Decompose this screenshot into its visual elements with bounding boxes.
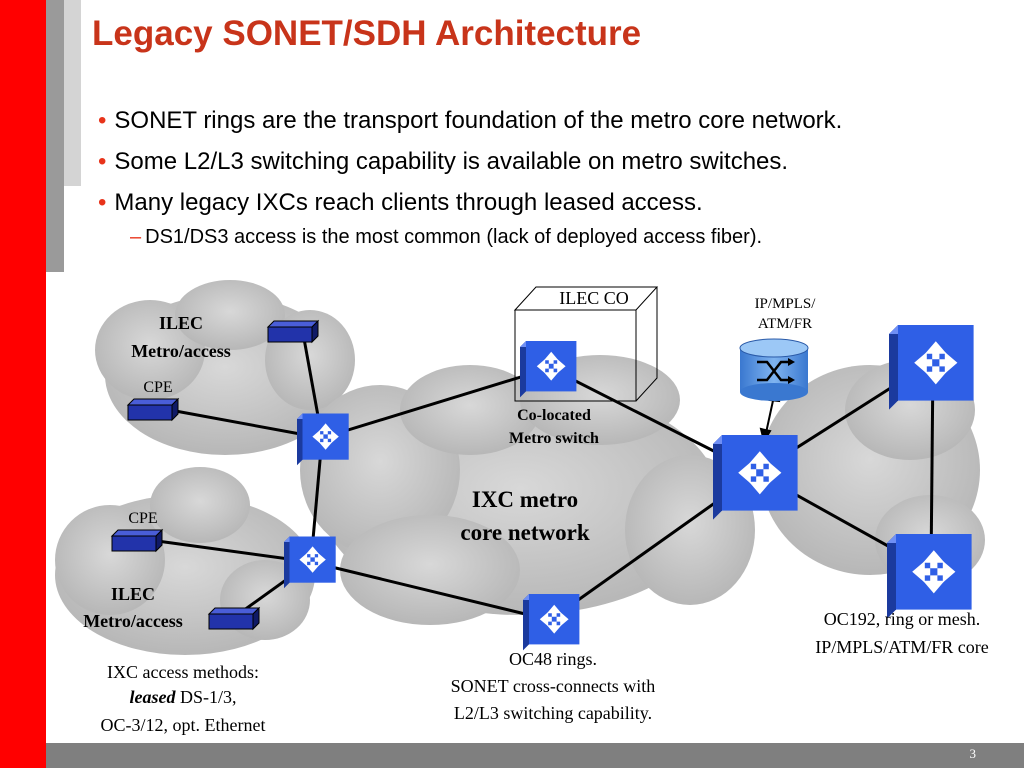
top-cpe-label: CPE <box>143 379 172 396</box>
top-ilec-label: Metro/access <box>131 341 231 361</box>
sub-bullet-text: DS1/DS3 access is the most common (lack … <box>145 226 763 248</box>
link <box>321 366 551 440</box>
page-number: 3 <box>969 746 977 761</box>
co-located-label: Metro switch <box>509 430 599 447</box>
co-located-label: Co-located <box>517 407 591 424</box>
access-methods-label: IXC access methods: <box>107 662 259 682</box>
metro-switch-icon <box>297 413 349 466</box>
bottom-ilec-label: ILEC <box>111 584 155 604</box>
leased-text: leased <box>130 687 177 707</box>
oc48-label: SONET cross-connects with <box>451 676 656 696</box>
ip-mpls-label: ATM/FR <box>758 316 812 332</box>
bullet-item: • SONET rings are the transport foundatio… <box>98 100 842 141</box>
sub-bullet: –DS1/DS3 access is the most common (lack… <box>130 226 762 249</box>
left-red-bar <box>0 0 46 768</box>
router-icon <box>739 338 809 401</box>
link <box>169 408 323 440</box>
access-methods-label: leased DS-1/3, <box>130 687 237 707</box>
core-switch-icon <box>713 435 798 520</box>
bullet-list: • SONET rings are the transport foundatio… <box>98 100 842 223</box>
link <box>310 560 551 622</box>
co-located-switch-icon <box>520 341 577 398</box>
cpe-device <box>110 528 164 553</box>
cpe-device <box>266 319 320 344</box>
bottom-bar <box>46 743 1024 768</box>
core-cloud <box>300 355 755 625</box>
slide-title: Legacy SONET/SDH Architecture <box>92 14 642 53</box>
ilec-co-box <box>513 286 659 402</box>
cpe-device <box>126 397 180 422</box>
bullet-dot: • <box>98 107 107 134</box>
metro-switch-icon <box>523 594 580 651</box>
metro-switch-icon <box>284 536 336 589</box>
oc48-label: L2/L3 switching capability. <box>454 703 652 723</box>
bullet-text: Some L2/L3 switching capability is avail… <box>114 148 789 175</box>
core-network-label: IXC metro <box>472 487 578 512</box>
access-methods-label: OC-3/12, opt. Ethernet <box>101 715 266 735</box>
oc192-label: IP/MPLS/ATM/FR core <box>815 637 989 657</box>
left-light-strip <box>64 0 81 186</box>
core-switch-icon <box>887 534 972 619</box>
sub-bullet-dash: – <box>130 226 142 248</box>
access-methods-text: DS-1/3, <box>175 687 236 707</box>
top-ilec-cloud <box>95 280 355 455</box>
bullet-item: • Many legacy IXCs reach clients through … <box>98 182 842 223</box>
oc192-label: OC192, ring or mesh. <box>824 609 981 629</box>
bullet-text: Many legacy IXCs reach clients through l… <box>114 189 703 216</box>
bullet-dot: • <box>98 189 107 216</box>
bullet-text: SONET rings are the transport foundation… <box>114 107 843 134</box>
bottom-cpe-label: CPE <box>128 510 157 527</box>
bottom-ilec-label: Metro/access <box>83 611 183 631</box>
bullet-dot: • <box>98 148 107 175</box>
core-switch-icon <box>889 325 974 410</box>
top-ilec-label: ILEC <box>159 313 203 333</box>
left-gray-strip <box>46 0 64 272</box>
cpe-device <box>207 606 261 631</box>
ip-mpls-label: IP/MPLS/ <box>755 296 817 312</box>
ilec-co-label: ILEC CO <box>559 288 629 308</box>
oc48-label: OC48 rings. <box>509 649 597 669</box>
core-network-label: core network <box>460 520 589 545</box>
bullet-item: • Some L2/L3 switching capability is avai… <box>98 141 842 182</box>
